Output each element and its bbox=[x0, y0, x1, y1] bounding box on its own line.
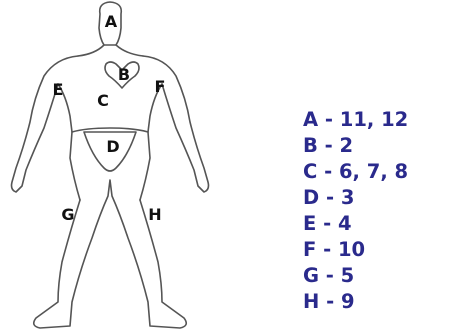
inner-arm-lines bbox=[57, 83, 163, 133]
legend-item-c: C - 6, 7, 8 bbox=[303, 160, 409, 183]
head-outline bbox=[98, 1, 123, 46]
legend-item-a: A - 11, 12 bbox=[303, 108, 409, 131]
region-label-b: B bbox=[118, 65, 130, 84]
body-outline bbox=[10, 55, 210, 193]
neck-outline bbox=[77, 44, 144, 57]
region-label-a: A bbox=[105, 12, 118, 31]
heart-outline bbox=[104, 61, 140, 89]
legend-item-b: B - 2 bbox=[303, 134, 354, 157]
region-label-d: D bbox=[106, 137, 119, 156]
body-figure: A B C D E F G H bbox=[10, 1, 210, 329]
legend-item-h: H - 9 bbox=[303, 290, 355, 313]
waist-outline bbox=[69, 127, 151, 201]
region-label-h: H bbox=[148, 205, 161, 224]
legend-item-e: E - 4 bbox=[303, 212, 352, 235]
legend-item-d: D - 3 bbox=[303, 186, 355, 209]
legs-outline bbox=[32, 179, 188, 329]
legend: A - 11, 12 B - 2 C - 6, 7, 8 D - 3 E - 4… bbox=[303, 107, 408, 315]
region-label-g: G bbox=[61, 205, 74, 224]
legend-item-g: G - 5 bbox=[303, 264, 355, 287]
region-label-e: E bbox=[53, 80, 64, 99]
region-label-f: F bbox=[155, 77, 166, 96]
groin-outline bbox=[83, 131, 137, 172]
region-label-c: C bbox=[97, 91, 109, 110]
legend-item-f: F - 10 bbox=[303, 238, 366, 261]
